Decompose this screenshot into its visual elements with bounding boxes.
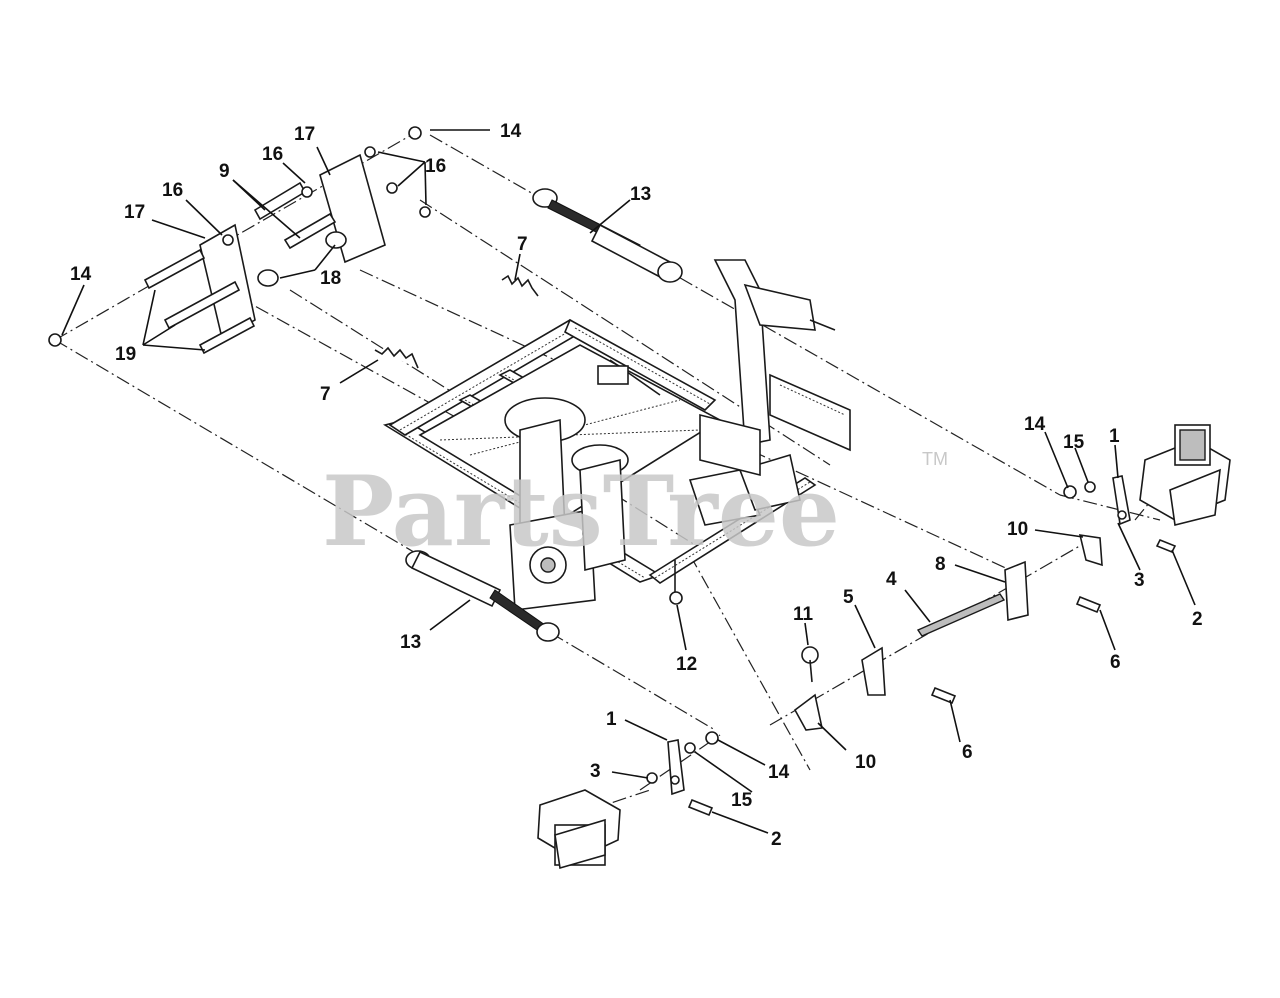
callout-14: 14 bbox=[70, 264, 92, 285]
callout-2: 2 bbox=[771, 829, 782, 850]
callout-3: 3 bbox=[590, 761, 601, 782]
damper-lower bbox=[405, 550, 560, 642]
callout-6: 6 bbox=[962, 742, 973, 763]
callout-13: 13 bbox=[400, 632, 421, 653]
callout-7: 7 bbox=[517, 234, 528, 255]
callout-4: 4 bbox=[886, 569, 897, 590]
watermark-trademark: TM bbox=[922, 449, 948, 469]
callout-15: 15 bbox=[731, 790, 753, 811]
callout-7: 7 bbox=[320, 384, 331, 405]
callout-1: 1 bbox=[1109, 426, 1120, 447]
callout-6: 6 bbox=[1110, 652, 1121, 673]
callout-10: 10 bbox=[855, 752, 876, 773]
mower-frame bbox=[382, 259, 851, 611]
springs bbox=[374, 274, 539, 369]
callout-14: 14 bbox=[768, 762, 790, 783]
callout-5: 5 bbox=[843, 587, 854, 608]
callout-1: 1 bbox=[606, 709, 617, 730]
callout-19: 19 bbox=[115, 344, 136, 365]
callout-2: 2 bbox=[1192, 609, 1203, 630]
callout-13: 13 bbox=[630, 184, 651, 205]
callout-16: 16 bbox=[425, 156, 446, 177]
callout-17: 17 bbox=[124, 202, 145, 223]
rear-bracket-assembly bbox=[48, 126, 431, 355]
callout-14: 14 bbox=[1024, 414, 1046, 435]
callout-8: 8 bbox=[935, 554, 946, 575]
callout-11: 11 bbox=[793, 604, 814, 625]
callout-3: 3 bbox=[1134, 570, 1145, 591]
leader-lines bbox=[61, 129, 1196, 834]
callout-16: 16 bbox=[262, 144, 283, 165]
callout-labels: 14 17 16 16 9 16 17 13 7 14 18 19 7 14 1… bbox=[70, 121, 1203, 850]
callout-17: 17 bbox=[294, 124, 315, 145]
callout-16: 16 bbox=[162, 180, 183, 201]
callout-15: 15 bbox=[1063, 432, 1085, 453]
left-lower-linkage bbox=[537, 481, 1096, 870]
callout-12: 12 bbox=[676, 654, 697, 675]
callout-9: 9 bbox=[219, 161, 230, 182]
callout-10: 10 bbox=[1007, 519, 1028, 540]
watermark-brand: PartsTree bbox=[322, 455, 840, 568]
right-linkage bbox=[793, 424, 1231, 731]
callout-18: 18 bbox=[320, 268, 341, 289]
callout-14: 14 bbox=[500, 121, 522, 142]
damper-upper bbox=[532, 188, 683, 283]
watermark: PartsTree TM bbox=[322, 449, 948, 568]
